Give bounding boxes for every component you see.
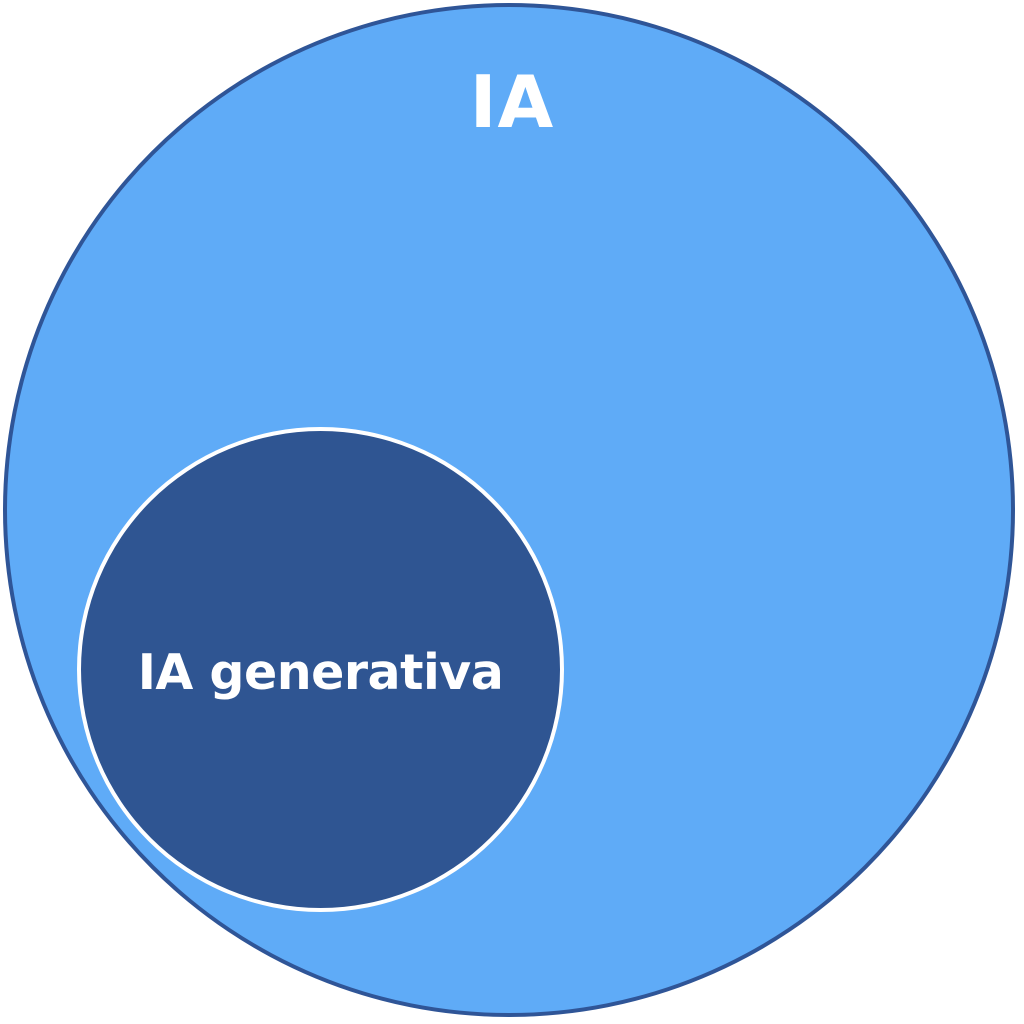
inner-circle-label: IA generativa [137,644,504,701]
inner-circle-generative-ia [77,427,564,912]
outer-circle-label: IA [469,60,555,144]
